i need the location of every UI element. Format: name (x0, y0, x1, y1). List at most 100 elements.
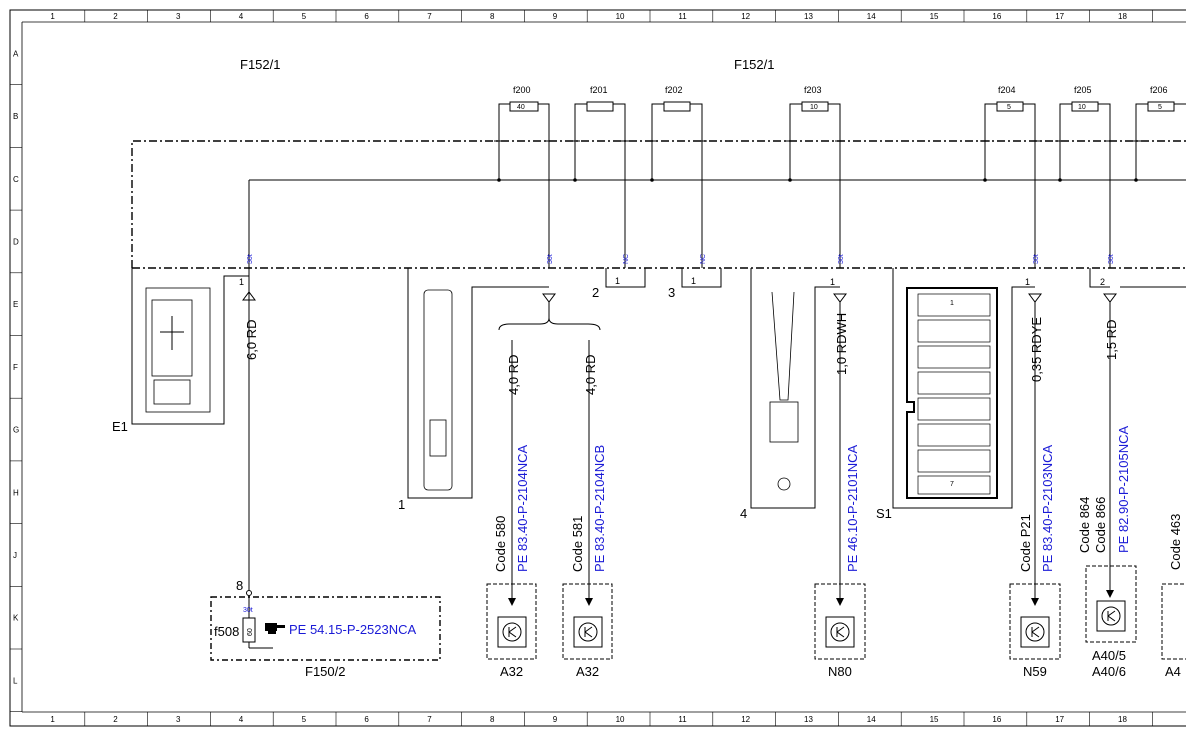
code-label: Code 866 (1093, 497, 1108, 553)
fuse-f203: f203 10 (789, 85, 841, 268)
grid-column-label: 10 (616, 12, 625, 21)
grid-column-label: 14 (867, 12, 876, 21)
grid-column-label: 4 (239, 12, 244, 21)
reference-link[interactable]: PE 54.15-P-2523NCA (289, 622, 417, 637)
svg-text:5: 5 (1158, 104, 1162, 111)
svg-text:f205: f205 (1074, 85, 1092, 95)
code-label: Code 581 (570, 516, 585, 572)
grid-column-label: 11 (678, 715, 687, 724)
hand-pointer-icon (265, 623, 285, 634)
grid-column-label: 14 (867, 715, 876, 724)
grid-row-label: L (13, 676, 18, 685)
module-label-right: F152/1 (734, 57, 774, 72)
pin-label-30t: 30t (1033, 254, 1040, 264)
grid-column-label: 17 (1055, 715, 1064, 724)
pin-label-nc: NC (700, 254, 707, 264)
svg-text:4: 4 (740, 506, 747, 521)
grid-column-label: 15 (930, 12, 939, 21)
fuse-f201: f201 (574, 85, 626, 268)
fuse-box-f150-2: 8 60 30t f508 PE 54.15-P-2523NCA F150/2 (210, 578, 441, 679)
svg-text:f508: f508 (214, 624, 239, 639)
svg-text:5: 5 (1007, 104, 1011, 111)
pin-label-30t: 30t (1108, 254, 1115, 264)
svg-text:S1: S1 (876, 506, 892, 521)
svg-text:1: 1 (830, 277, 835, 287)
svg-text:f206: f206 (1150, 85, 1168, 95)
reference-link[interactable]: PE 83.40-P-2103NCA (1040, 444, 1055, 572)
grid-column-label: 10 (616, 715, 625, 724)
reference-link[interactable]: PE 83.40-P-2104NCA (515, 444, 530, 572)
svg-text:1: 1 (691, 276, 696, 286)
svg-text:1: 1 (1025, 277, 1030, 287)
svg-text:1: 1 (615, 276, 620, 286)
grid-column-label: 1 (50, 715, 55, 724)
pin-label-30t: 30t (547, 254, 554, 264)
grid-column-label: 11 (678, 12, 687, 21)
svg-text:2: 2 (592, 285, 599, 300)
grid-row-label: K (13, 614, 19, 623)
grid-column-label: 7 (427, 715, 432, 724)
reference-link[interactable]: PE 83.40-P-2104NCB (592, 445, 607, 572)
component-label: N59 (1023, 664, 1047, 679)
grid-column-label: 5 (302, 715, 307, 724)
grid-row-label: A (13, 49, 19, 58)
grid-column-label: 6 (364, 715, 369, 724)
grid-column-label: 6 (364, 12, 369, 21)
grid-row-label: C (13, 175, 19, 184)
grid-row-label: B (13, 112, 18, 121)
grid-row-label: G (13, 426, 19, 435)
connector-2: 1 2 (592, 268, 646, 300)
component-label: A40/6 (1092, 664, 1126, 679)
reference-link[interactable]: PE 82.90-P-2105NCA (1116, 425, 1131, 553)
grid-column-label: 13 (804, 12, 813, 21)
grid-column-label: 18 (1118, 12, 1127, 21)
grid-column-label: 3 (176, 715, 181, 724)
wire-spec: 4,0 RD (506, 355, 521, 395)
svg-text:1: 1 (398, 497, 405, 512)
component-label: A40/5 (1092, 648, 1126, 663)
grid-column-label: 4 (239, 715, 244, 724)
svg-text:f203: f203 (804, 85, 822, 95)
component-label: A32 (500, 664, 523, 679)
code-label: Code 463 (1168, 514, 1183, 570)
connector-4: 1 4 (740, 268, 840, 521)
grid-column-label: 18 (1118, 715, 1127, 724)
svg-text:f204: f204 (998, 85, 1016, 95)
grid-column-label: 1 (50, 12, 55, 21)
grid-column-label: 8 (490, 715, 495, 724)
grid-row-label: F (13, 363, 18, 372)
svg-text:1: 1 (239, 277, 244, 287)
code-label: Code P21 (1018, 514, 1033, 572)
connector-s1: 1 7 1 S1 (876, 268, 1035, 521)
svg-text:8: 8 (236, 578, 243, 593)
grid-column-label: 9 (553, 12, 558, 21)
pin-label-30t: 30t (838, 254, 845, 264)
svg-text:1: 1 (950, 300, 954, 307)
component-label: A4 (1165, 664, 1181, 679)
svg-text:10: 10 (1078, 104, 1086, 111)
grid-column-label: 9 (553, 715, 558, 724)
svg-text:3: 3 (668, 285, 675, 300)
grid-column-label: 13 (804, 715, 813, 724)
svg-text:E1: E1 (112, 419, 128, 434)
svg-text:f201: f201 (590, 85, 608, 95)
pin-label-30t: 30t (247, 254, 254, 264)
svg-text:10: 10 (810, 104, 818, 111)
wire-spec: 1,0 RDWH (834, 313, 849, 375)
grid-column-label: 3 (176, 12, 181, 21)
connector-pin: 2 (1100, 277, 1105, 287)
component-label: A32 (576, 664, 599, 679)
connector-3: 1 3 (668, 268, 722, 300)
module-label-left: F152/1 (240, 57, 280, 72)
fuse-f200: f200 40 (498, 85, 550, 268)
grid-column-label: 5 (302, 12, 307, 21)
wire-spec: 6,0 RD (244, 320, 259, 360)
grid-column-label: 8 (490, 12, 495, 21)
grid-column-label: 16 (992, 715, 1001, 724)
svg-text:f200: f200 (513, 85, 531, 95)
reference-link[interactable]: PE 46.10-P-2101NCA (845, 444, 860, 572)
fuse-f205: f205 10 (1059, 85, 1111, 268)
component-label: N80 (828, 664, 852, 679)
svg-text:F150/2: F150/2 (305, 664, 345, 679)
